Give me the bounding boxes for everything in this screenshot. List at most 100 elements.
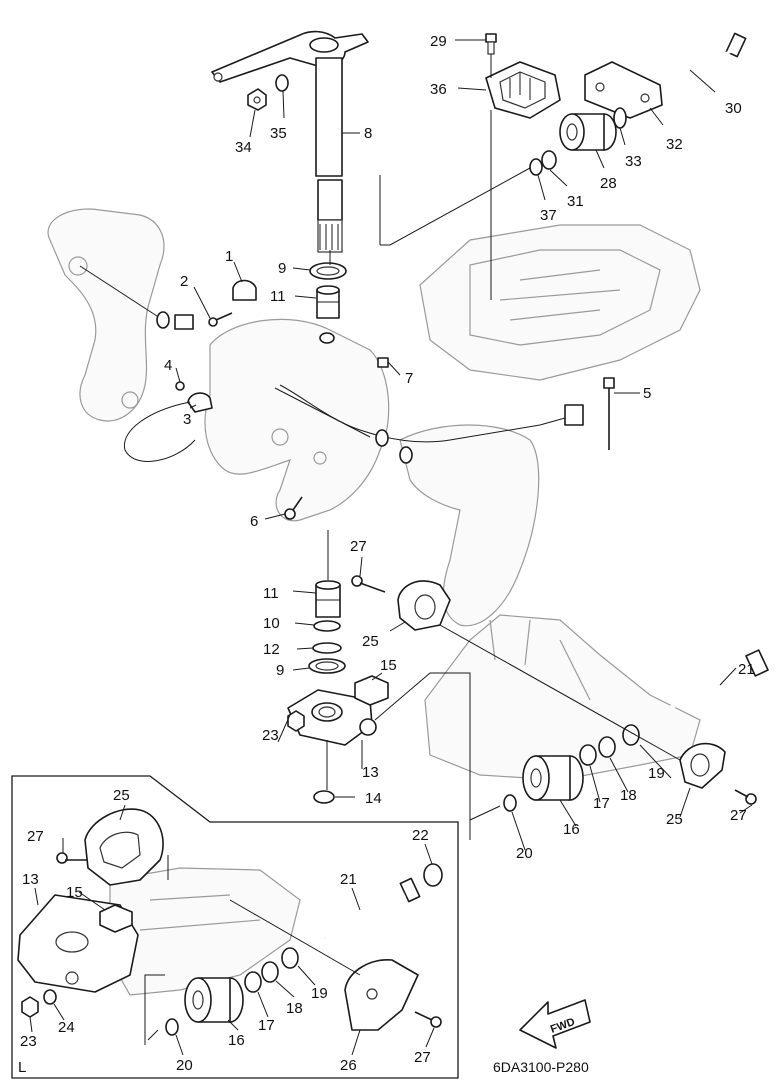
inset-label: L <box>18 1059 26 1076</box>
screw-2 <box>208 312 233 327</box>
callout-37: 37 <box>540 207 557 224</box>
inset-callout-23: 23 <box>20 1033 37 1050</box>
mount-bracket-13 <box>287 689 377 746</box>
inset-callout-25: 25 <box>113 787 130 804</box>
callout-20: 20 <box>516 845 533 862</box>
inset-bolt-21 <box>324 877 421 940</box>
leader-lines <box>29 39 753 1056</box>
inset-callout-13: 13 <box>22 871 39 888</box>
callout-33: 33 <box>625 153 642 170</box>
collar-20 <box>503 794 517 812</box>
bracket-32 <box>584 61 663 119</box>
circlip-14 <box>313 790 335 804</box>
callout-21: 21 <box>738 661 755 678</box>
washer-18 <box>598 736 616 758</box>
fwd-arrow-icon: FWD <box>519 999 591 1049</box>
steering-arm <box>211 30 369 83</box>
inset-callout-24: 24 <box>58 1019 75 1036</box>
callout-1: 1 <box>225 248 233 265</box>
inset-bolt-27-upper <box>56 852 90 864</box>
callout-15: 15 <box>380 657 397 674</box>
steering-housing-ghost <box>204 318 540 627</box>
mount-cap-25-upper <box>397 580 451 631</box>
callout-9-upper: 9 <box>278 260 286 277</box>
callout-14: 14 <box>365 790 382 807</box>
inset-washer-19 <box>281 947 299 969</box>
cable-tie-5 <box>603 377 615 450</box>
washer-35 <box>275 74 289 92</box>
washer-9-upper <box>309 262 347 280</box>
inset-mount-rubber-16 <box>184 977 244 1023</box>
callout-25-lower: 25 <box>666 811 683 828</box>
inset-washer-24 <box>43 989 57 1005</box>
inset-collar-20 <box>165 1018 179 1036</box>
inset-washer-17 <box>244 971 262 993</box>
washer-9-lower <box>308 658 346 674</box>
bushing-11-upper <box>316 285 340 319</box>
callout-34: 34 <box>235 139 252 156</box>
callout-13: 13 <box>362 764 379 781</box>
callout-16: 16 <box>563 821 580 838</box>
callout-19: 19 <box>648 765 665 782</box>
inset-callout-17: 17 <box>258 1017 275 1034</box>
bushing-11-lower <box>315 580 341 618</box>
callout-5: 5 <box>643 385 651 402</box>
wire-harness <box>124 384 584 462</box>
inset-callout-21: 21 <box>340 871 357 888</box>
steering-shaft-8 <box>315 57 343 253</box>
callout-31: 31 <box>567 193 584 210</box>
mount-cap-25-lower <box>679 742 726 789</box>
nut-34 <box>247 88 267 111</box>
inset-assembly-lines <box>144 855 361 1045</box>
inset-callout-22: 22 <box>412 827 429 844</box>
washer-12 <box>312 642 342 654</box>
inset-callout-19: 19 <box>311 985 328 1002</box>
callout-4: 4 <box>164 357 172 374</box>
inset-callout-18: 18 <box>286 1000 303 1017</box>
callout-18: 18 <box>620 787 637 804</box>
washer-17 <box>579 744 597 766</box>
callout-36: 36 <box>430 81 447 98</box>
washer-31 <box>541 150 557 170</box>
callout-3: 3 <box>183 411 191 428</box>
diagram-code: 6DA3100-P280 <box>493 1059 589 1075</box>
callout-6: 6 <box>250 513 258 530</box>
grease-clip-1 <box>232 279 257 301</box>
callout-11-upper: 11 <box>270 288 286 305</box>
callout-17: 17 <box>593 795 610 812</box>
inset-callout-20: 20 <box>176 1057 193 1074</box>
inset-callout-27-upper: 27 <box>27 828 44 845</box>
bolt-27-lower <box>734 789 757 805</box>
callout-32: 32 <box>666 136 683 153</box>
inset-callout-15: 15 <box>66 884 83 901</box>
inset-mount-cap-25 <box>84 808 164 886</box>
callout-7: 7 <box>405 370 413 387</box>
washer-33 <box>613 107 627 129</box>
upper-mount-bracket-36 <box>485 61 561 119</box>
callout-27-lower: 27 <box>730 807 747 824</box>
inset-bolt-27-lower <box>414 1011 442 1028</box>
bottom-cowling-plate-ghost <box>419 224 701 381</box>
callout-9-lower: 9 <box>276 662 284 679</box>
washer-19 <box>622 724 640 746</box>
callout-23: 23 <box>262 727 279 744</box>
swivel-bracket-ghost <box>47 208 165 422</box>
callout-8: 8 <box>364 125 372 142</box>
callout-labels: 29 36 30 32 33 28 31 37 34 35 8 9 11 1 2… <box>18 33 755 1076</box>
callout-27-upper: 27 <box>350 538 367 555</box>
grommet-7 <box>377 357 389 368</box>
inset-callout-16: 16 <box>228 1032 245 1049</box>
callout-29: 29 <box>430 33 447 50</box>
collar-37 <box>529 158 543 176</box>
nut-23 <box>287 710 305 732</box>
inset-washer-18 <box>261 961 279 983</box>
callout-2: 2 <box>180 273 188 290</box>
inset-nut-23 <box>21 996 39 1018</box>
oring-10 <box>313 620 341 632</box>
inset-mount-cap-26 <box>344 959 419 1031</box>
callout-30: 30 <box>725 100 742 117</box>
inset-cap-22 <box>423 863 443 887</box>
bolt-29 <box>485 33 497 55</box>
clamp-3 <box>187 392 213 413</box>
